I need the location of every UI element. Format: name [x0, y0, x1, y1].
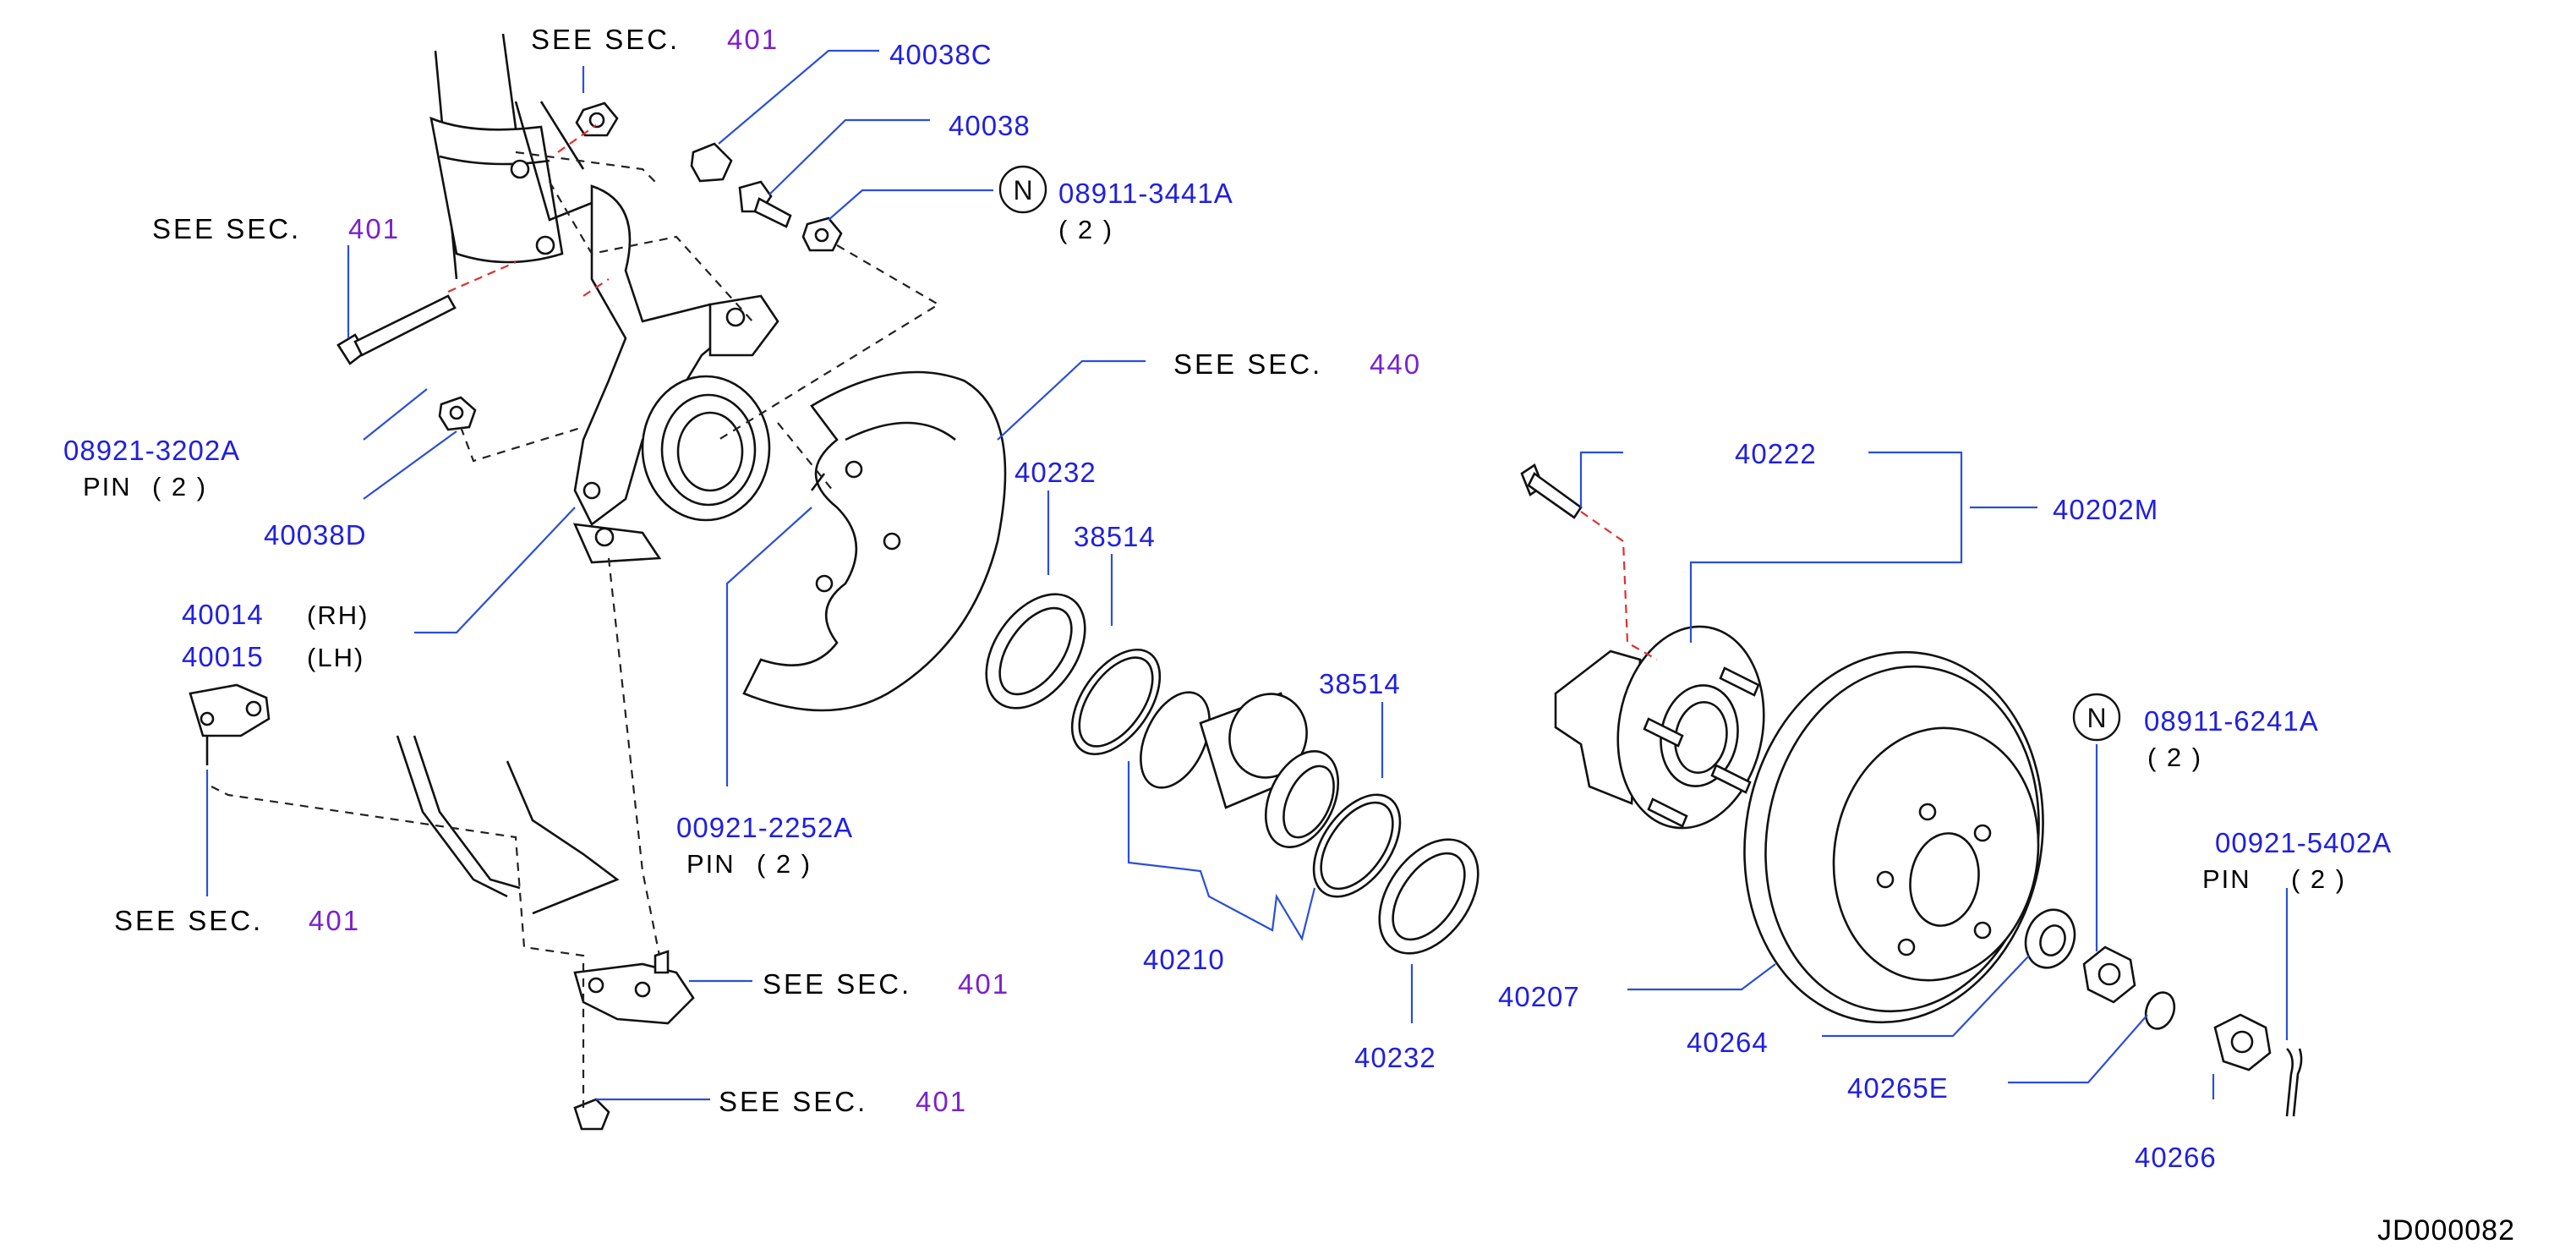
part-38514-top[interactable]: 38514 — [1074, 521, 1156, 552]
part-40265E[interactable]: 40265E — [1847, 1072, 1949, 1104]
brake-rotor-drawing — [1743, 650, 2044, 1024]
part-08911-3441A[interactable]: 08911-3441A — [1058, 178, 1233, 209]
hub-small-parts-drawing — [2024, 908, 2303, 1117]
part-40232-bottom[interactable]: 40232 — [1354, 1042, 1436, 1073]
assembly-dash-lines — [211, 124, 1658, 1108]
see-sec-nut[interactable]: SEE SEC. 401 — [719, 1086, 967, 1117]
dust-shield-drawing — [742, 370, 1007, 712]
part-40038C[interactable]: 40038C — [889, 39, 993, 70]
see-sec-lower-left-label: SEE SEC. — [114, 905, 263, 936]
lower-arm-drawing — [189, 683, 695, 1131]
see-sec-bolt-number[interactable]: 401 — [348, 213, 400, 244]
n-marker-2-label: N — [2087, 703, 2106, 733]
see-sec-balljoint-number[interactable]: 401 — [958, 968, 1009, 1000]
leader-lines — [205, 49, 2289, 1101]
part-40266[interactable]: 40266 — [2135, 1142, 2217, 1173]
part-00921-5402A-qty: ( 2 ) — [2291, 864, 2346, 894]
part-00921-2252A-pin: PIN — [686, 849, 736, 879]
see-sec-shield[interactable]: SEE SEC. 440 — [1173, 348, 1421, 380]
see-sec-bolt-label: SEE SEC. — [152, 213, 301, 244]
see-sec-balljoint[interactable]: SEE SEC. 401 — [763, 968, 1009, 1000]
part-40014[interactable]: 40014 — [182, 599, 264, 630]
part-40038D[interactable]: 40038D — [264, 519, 367, 551]
part-38514-mid[interactable]: 38514 — [1319, 668, 1401, 699]
see-sec-shield-number[interactable]: 440 — [1370, 348, 1421, 380]
see-sec-top-number[interactable]: 401 — [727, 24, 779, 55]
see-sec-nut-number[interactable]: 401 — [916, 1086, 967, 1117]
see-sec-balljoint-label: SEE SEC. — [763, 968, 911, 1000]
diagram-code: JD000082 — [2377, 1214, 2515, 1247]
see-sec-lower-left-number[interactable]: 401 — [309, 905, 360, 936]
part-00921-2252A-qty: ( 2 ) — [757, 849, 812, 879]
see-sec-nut-label: SEE SEC. — [719, 1086, 867, 1117]
part-00921-2252A[interactable]: 00921-2252A — [676, 812, 853, 843]
see-sec-bolt[interactable]: SEE SEC. 401 — [152, 213, 400, 244]
see-sec-shield-label: SEE SEC. — [1173, 348, 1322, 380]
part-08911-3441A-qty: ( 2 ) — [1058, 215, 1113, 244]
part-08921-qty: ( 2 ) — [152, 472, 207, 501]
part-40222[interactable]: 40222 — [1735, 438, 1817, 469]
see-sec-top-label: SEE SEC. — [531, 24, 680, 55]
part-40210[interactable]: 40210 — [1143, 944, 1225, 975]
part-40014-side: (RH) — [307, 600, 369, 630]
part-40202M[interactable]: 40202M — [2053, 494, 2158, 525]
part-08911-6241A[interactable]: 08911-6241A — [2144, 705, 2319, 737]
steering-knuckle-drawing — [572, 184, 779, 564]
see-sec-top[interactable]: SEE SEC. 401 — [531, 24, 779, 55]
part-40232-top[interactable]: 40232 — [1015, 457, 1097, 488]
part-08921-3202A[interactable]: 08921-3202A — [63, 435, 240, 466]
part-00921-5402A[interactable]: 00921-5402A — [2215, 827, 2392, 858]
n-marker-1-label: N — [1013, 175, 1032, 206]
strut-drawing — [429, 33, 593, 280]
bearing-rings-drawing — [985, 593, 1479, 955]
part-40015[interactable]: 40015 — [182, 641, 264, 672]
n-marker-2: N — [2072, 693, 2121, 742]
part-00921-5402A-pin: PIN — [2202, 864, 2251, 894]
top-fasteners-drawing — [336, 101, 843, 431]
n-marker-1: N — [998, 165, 1047, 214]
hub-drawing — [1520, 463, 1765, 830]
see-sec-lower-left[interactable]: SEE SEC. 401 — [114, 905, 360, 936]
part-40015-side: (LH) — [307, 643, 364, 672]
part-40038[interactable]: 40038 — [949, 110, 1031, 141]
part-40207[interactable]: 40207 — [1498, 981, 1580, 1012]
part-08911-6241A-qty: ( 2 ) — [2147, 743, 2202, 772]
part-08921-pin: PIN — [83, 472, 132, 501]
part-40264[interactable]: 40264 — [1687, 1027, 1769, 1058]
